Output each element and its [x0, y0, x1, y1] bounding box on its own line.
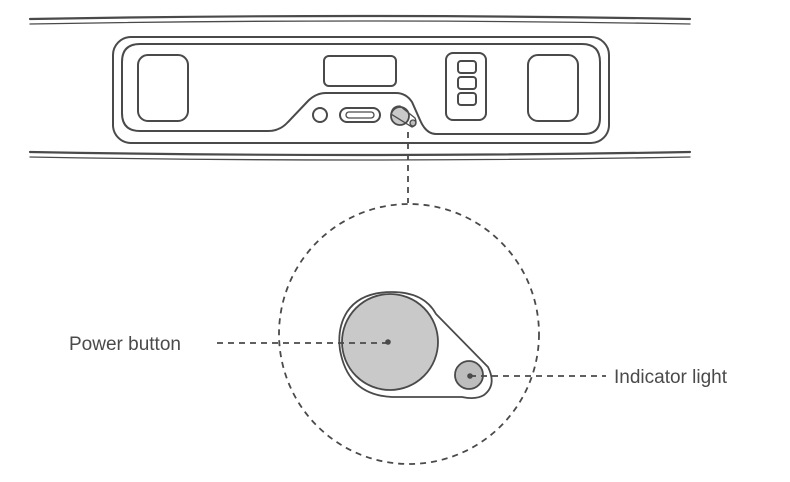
top-rail — [28, 14, 692, 21]
device-power-button — [390, 105, 417, 128]
indicator-light-dot — [467, 373, 473, 379]
port-stack — [445, 52, 487, 121]
button-housing — [338, 291, 493, 400]
top-rail-inner — [29, 20, 691, 25]
power-button-label: Power button — [69, 334, 181, 355]
left-pad — [137, 54, 189, 122]
indicator-light-label: Indicator light — [614, 367, 728, 388]
power-button-dot — [385, 339, 391, 345]
center-slot — [323, 55, 397, 87]
panel-inner — [121, 43, 601, 135]
bottom-rail — [28, 150, 692, 157]
right-pad — [527, 54, 579, 122]
device-panel — [112, 36, 610, 144]
button-assembly — [338, 291, 493, 400]
panel-outer — [112, 36, 610, 144]
device-rails — [28, 14, 692, 161]
callout-lines — [217, 342, 606, 377]
small-port — [312, 107, 328, 123]
zoom-circle — [278, 203, 540, 465]
bottom-rail-inner — [29, 156, 691, 161]
usb-c-port — [339, 107, 381, 123]
